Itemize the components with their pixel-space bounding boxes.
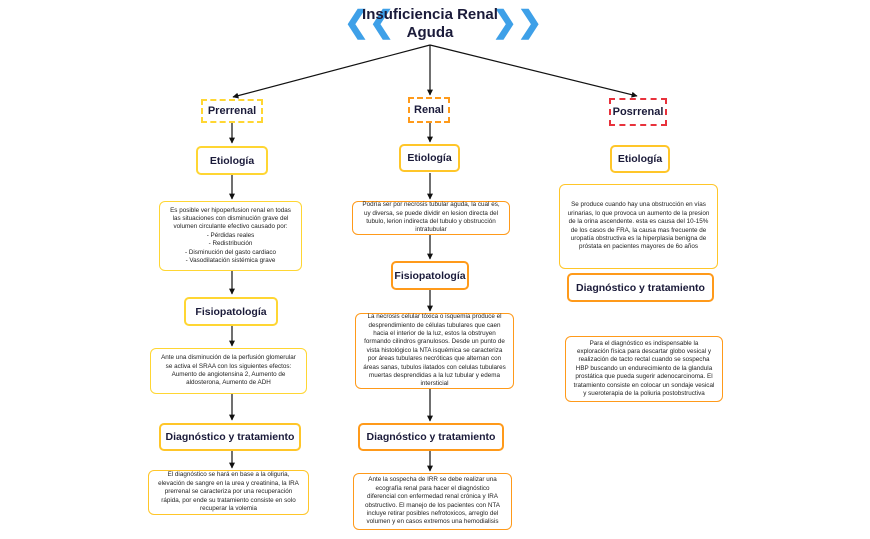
renal-etiologia-text: Podría ser por necrosis tubular aguda, l… [352, 201, 510, 235]
title-line-1: Insuficiencia Renal [362, 6, 498, 23]
category-posrrenal: Posrrenal [609, 98, 667, 126]
posrrenal-diagnostico-text: Para el diagnóstico es indispensable la … [565, 336, 723, 402]
prerrenal-etiologia-label: Etiología [196, 146, 268, 175]
renal-diagnostico-text: Ante la sospecha de IRR se debe realizar… [353, 473, 512, 530]
category-renal: Renal [408, 97, 450, 123]
arrow-title-prerrenal [232, 44, 431, 99]
prerrenal-etiologia-item: - Redistribución [208, 240, 253, 248]
prerrenal-etiologia-text: Es posible ver hipoperfusion renal en to… [159, 201, 302, 271]
renal-fisiopatologia-label: Fisiopatología [391, 261, 469, 290]
diagram-title: Insuficiencia Renal Aguda [350, 6, 510, 42]
prerrenal-etiologia-item: - Disminución del gasto cardiaco [185, 248, 276, 256]
prerrenal-fisiopatologia-label: Fisiopatología [184, 297, 278, 326]
renal-fisiopatologia-text: La necrosis celular tóxica o isquemia pr… [355, 313, 514, 389]
renal-etiologia-label: Etiología [399, 144, 460, 172]
posrrenal-etiologia-text: Se produce cuando hay una obstrucción en… [559, 184, 718, 269]
renal-diagnostico-label: Diagnóstico y tratamiento [358, 423, 504, 451]
posrrenal-diagnostico-label: Diagnóstico y tratamiento [567, 273, 714, 302]
prerrenal-etiologia-item: - Pérdidas reales [206, 231, 255, 239]
left-chevron-icon: ❮❮ [344, 6, 395, 39]
title-line-2: Aguda [406, 24, 454, 41]
right-chevron-icon: ❯❯ [492, 6, 543, 39]
category-prerrenal: Prerrenal [201, 99, 263, 123]
posrrenal-etiologia-label: Etiología [610, 145, 670, 173]
prerrenal-etiologia-intro: Es posible ver hipoperfusion renal en to… [170, 206, 291, 231]
arrow-title-posrrenal [429, 44, 638, 98]
prerrenal-diagnostico-label: Diagnóstico y tratamiento [159, 423, 301, 451]
prerrenal-fisiopatologia-text: Ante una disminución de la perfusión glo… [150, 348, 307, 394]
prerrenal-etiologia-item: - Vasodilatación sistémica grave [185, 257, 276, 265]
prerrenal-diagnostico-text: El diagnóstico se hará en base a la olig… [148, 470, 309, 515]
